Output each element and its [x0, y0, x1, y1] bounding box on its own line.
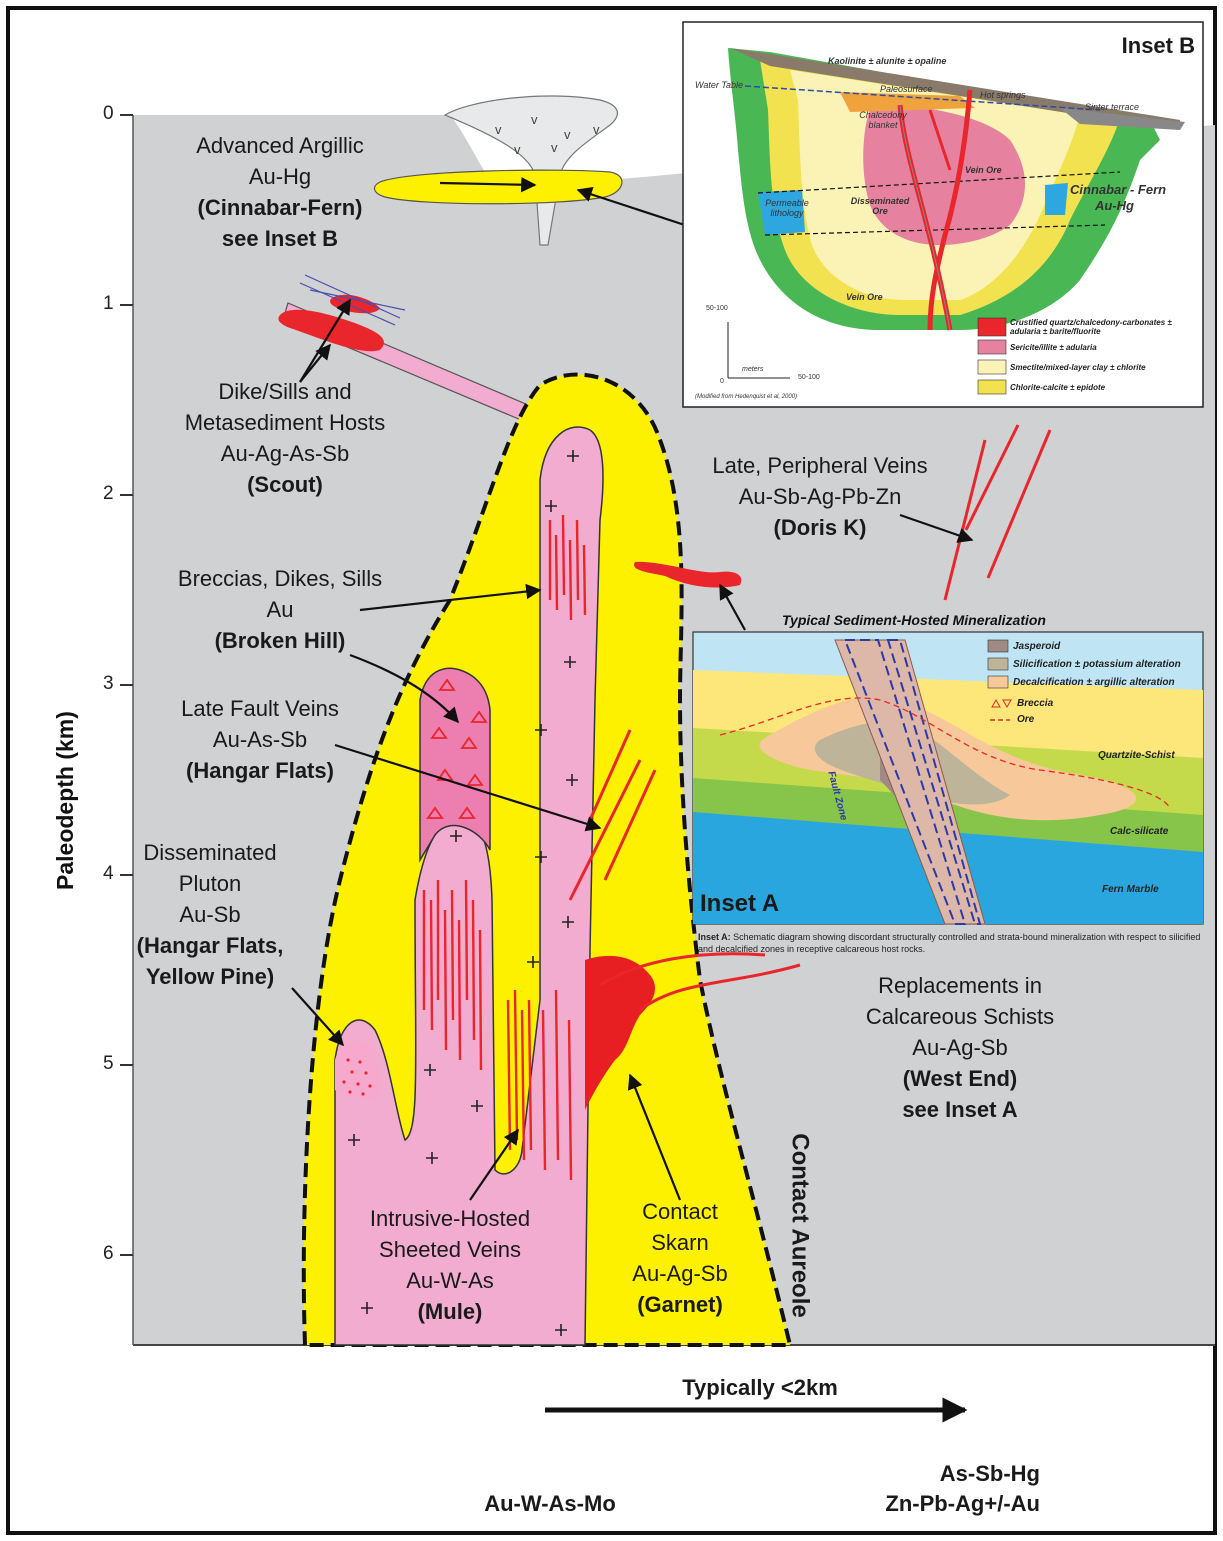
svg-text:v: v — [564, 127, 571, 142]
inset-b-scale-v: 50-100 — [706, 305, 728, 312]
argillic-lens — [375, 170, 622, 204]
inset-a-legend-5: Ore — [1017, 714, 1034, 725]
inset-b-paleosurface: Paleosurface — [880, 84, 933, 94]
inset-b-chalcedony: Chalcedony blanket — [848, 110, 918, 130]
label-skarn: Contact Skarn Au-Ag-Sb (Garnet) — [600, 1196, 760, 1320]
inset-a-legend-4: Breccia — [1017, 698, 1053, 709]
inset-b-vein-ore-bottom: Vein Ore — [846, 292, 883, 302]
label-breccias: Breccias, Dikes, Sills Au (Broken Hill) — [140, 563, 420, 656]
y-tick-6: 6 — [103, 1243, 114, 1265]
y-tick-2: 2 — [103, 483, 114, 505]
y-tick-5: 5 — [103, 1053, 114, 1075]
inset-b-scale-h: 50-100 — [798, 374, 820, 381]
inset-a-caption: Inset A: Schematic diagram showing disco… — [698, 931, 1203, 955]
inset-b-title: Inset B — [1095, 30, 1195, 61]
inset-b-cinnabar: Cinnabar - Fern — [1070, 182, 1166, 197]
y-tick-3: 3 — [103, 673, 114, 695]
inset-b-scale-zero: 0 — [720, 378, 724, 385]
inset-a-calc: Calc-silicate — [1110, 826, 1168, 837]
svg-text:v: v — [495, 122, 502, 137]
inset-b-kaolinite: Kaolinite ± alunite ± opaline — [828, 56, 946, 66]
label-disseminated: Disseminated Pluton Au-Sb (Hangar Flats,… — [100, 837, 320, 992]
label-advanced-argillic: Advanced Argillic Au-Hg (Cinnabar-Fern) … — [150, 130, 410, 254]
y-tick-0: 0 — [103, 103, 114, 125]
inset-b-legend-2: Sericite/illite ± adularia — [1010, 343, 1097, 352]
inset-b-vein-ore-top: Vein Ore — [965, 165, 1002, 175]
label-dike-sills: Dike/Sills and Metasediment Hosts Au-Ag-… — [150, 376, 420, 500]
label-typically: Typically <2km — [620, 1372, 900, 1403]
y-axis-title: Paleodepth (km) — [52, 711, 79, 890]
inset-b-sinter: Sinter terrace — [1085, 102, 1139, 112]
inset-b-legend-3: Smectite/mixed-layer clay ± chlorite — [1010, 363, 1146, 372]
label-replacements: Replacements in Calcareous Schists Au-Ag… — [830, 970, 1090, 1125]
inset-a — [693, 632, 1203, 924]
label-bottom-left: Au-W-As-Mo — [440, 1488, 660, 1519]
label-late-peripheral: Late, Peripheral Veins Au-Sb-Ag-Pb-Zn (D… — [680, 450, 960, 543]
inset-b-cinnabar-sub: Au-Hg — [1095, 198, 1134, 213]
inset-a-marble: Fern Marble — [1102, 884, 1159, 895]
inset-a-header: Typical Sediment-Hosted Mineralization — [782, 612, 1046, 628]
inset-a-title: Inset A — [700, 888, 800, 919]
y-tick-1: 1 — [103, 293, 114, 315]
svg-text:v: v — [514, 142, 521, 157]
inset-b-disseminated-ore: Disseminated Ore — [845, 196, 915, 216]
yellow-pine-stipple — [335, 1041, 380, 1098]
inset-b-hot-springs: Hot springs — [980, 90, 1026, 100]
inset-a-legend-1: Jasperoid — [1013, 641, 1060, 652]
inset-b-credit: (Modified from Hedenquist et al, 2000) — [695, 394, 797, 400]
svg-text:v: v — [593, 122, 600, 137]
inset-a-legend-3: Decalcification ± argillic alteration — [1013, 677, 1175, 688]
inset-b — [683, 22, 1203, 407]
inset-b-legend-4: Chlorite-calcite ± epidote — [1010, 383, 1105, 392]
inset-b-legend-1: Crustified quartz/chalcedony-carbonates … — [1010, 318, 1190, 336]
label-intrusive: Intrusive-Hosted Sheeted Veins Au-W-As (… — [330, 1203, 570, 1327]
label-late-fault: Late Fault Veins Au-As-Sb (Hangar Flats) — [130, 693, 390, 786]
label-contact-aureole: Contact Aureole — [785, 1096, 816, 1356]
inset-b-permeable: Permeable lithology — [762, 198, 812, 218]
inset-a-legend-2: Silicification ± potassium alteration — [1013, 659, 1181, 670]
inset-b-scale-unit: meters — [742, 366, 763, 373]
svg-text:v: v — [551, 140, 558, 155]
inset-b-water-table: Water Table — [695, 80, 743, 90]
svg-text:v: v — [531, 112, 538, 127]
label-bottom-right-1: As-Sb-Hg — [820, 1458, 1040, 1489]
label-bottom-right-2: Zn-Pb-Ag+/-Au — [780, 1488, 1040, 1519]
inset-a-quartzite: Quartzite-Schist — [1098, 750, 1175, 761]
